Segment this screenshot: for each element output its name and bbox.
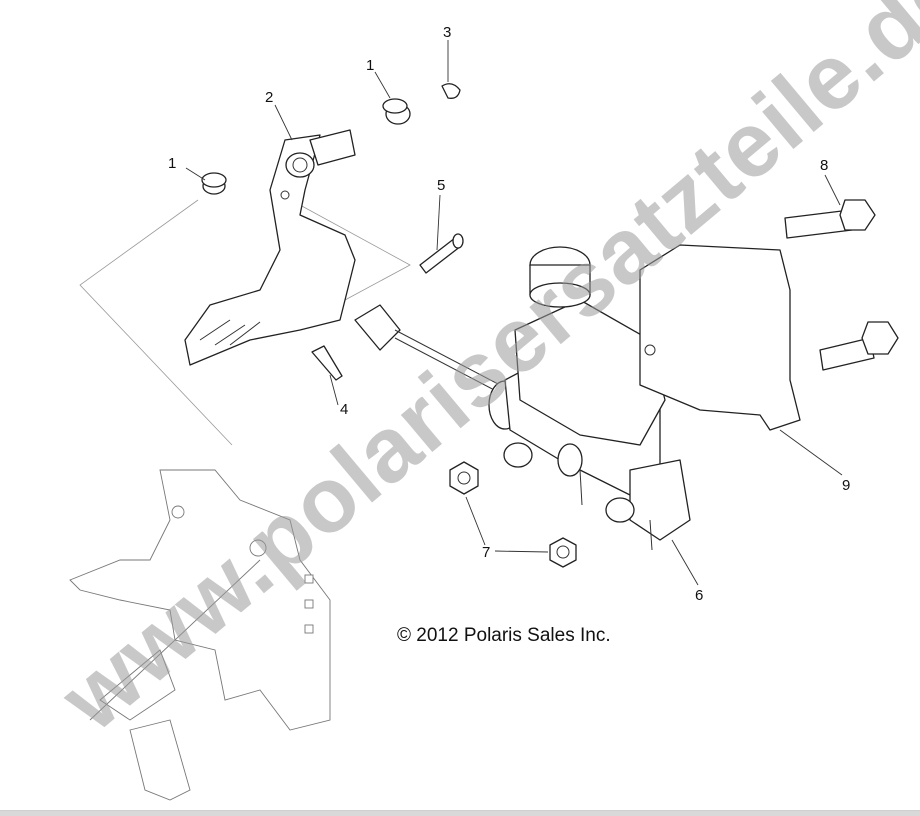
callout-9: 9 xyxy=(842,477,850,494)
nut-lower xyxy=(549,537,577,568)
plate-hole xyxy=(644,344,656,356)
callout-1-top: 1 xyxy=(366,57,374,74)
leader-lines xyxy=(185,40,843,586)
clevis-pin xyxy=(419,233,464,274)
pushrod xyxy=(354,304,501,394)
bushing-left xyxy=(201,172,227,195)
bottom-divider xyxy=(0,810,920,816)
callout-7: 7 xyxy=(482,544,490,561)
bolt-upper xyxy=(784,199,876,239)
bushing-top xyxy=(382,98,411,125)
callout-4: 4 xyxy=(340,401,348,418)
assembly-guides xyxy=(79,199,411,446)
cotter-pin xyxy=(311,345,343,381)
mounting-plate xyxy=(639,244,801,431)
callout-1-left: 1 xyxy=(168,155,176,172)
callout-2: 2 xyxy=(265,89,273,106)
callout-6: 6 xyxy=(695,587,703,604)
bolt-lower xyxy=(819,321,899,371)
callout-5: 5 xyxy=(437,177,445,194)
callout-8: 8 xyxy=(820,157,828,174)
brake-pedal xyxy=(184,129,356,366)
pedal-mount-bracket xyxy=(69,469,331,801)
e-clip xyxy=(441,83,461,99)
master-cylinder xyxy=(488,246,691,551)
nut-upper xyxy=(449,461,479,495)
callout-3: 3 xyxy=(443,24,451,41)
copyright-text: © 2012 Polaris Sales Inc. xyxy=(397,625,611,646)
